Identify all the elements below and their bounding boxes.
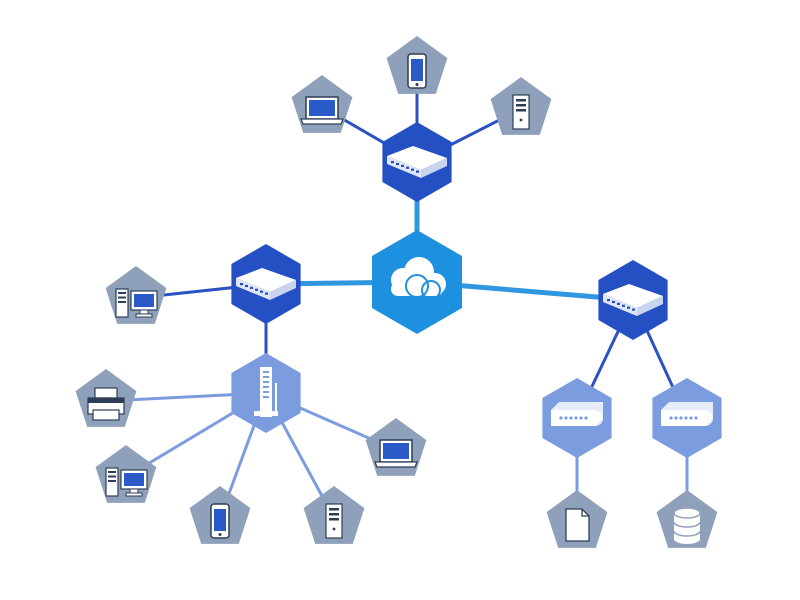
node-left-desktop[interactable]	[105, 266, 167, 324]
desktop-computer-icon	[105, 467, 148, 497]
nodes-layer	[75, 36, 722, 548]
server-rack-icon	[254, 367, 278, 417]
laptop-icon	[374, 439, 418, 468]
node-top-laptop[interactable]	[291, 75, 353, 133]
storage-drive-icon	[551, 402, 603, 426]
network-switch-icon	[236, 268, 296, 300]
smartphone-icon	[407, 53, 427, 89]
node-desktop-2[interactable]	[95, 445, 157, 503]
node-tower-2[interactable]	[303, 486, 365, 544]
storage-drive-icon	[661, 402, 713, 426]
node-storage-1[interactable]	[542, 378, 612, 458]
computer-tower-icon	[512, 94, 530, 130]
document-icon	[565, 508, 590, 542]
network-switch-icon	[603, 284, 663, 316]
laptop-icon	[300, 96, 344, 125]
node-cloud[interactable]	[372, 230, 462, 334]
network-switch-icon	[387, 146, 447, 178]
desktop-computer-icon	[115, 288, 158, 318]
node-top-phone[interactable]	[386, 36, 448, 94]
node-top-tower[interactable]	[490, 77, 552, 135]
database-icon	[673, 507, 701, 544]
printer-icon	[87, 387, 125, 421]
node-database[interactable]	[656, 490, 718, 548]
computer-tower-icon	[325, 503, 343, 539]
node-document[interactable]	[546, 490, 608, 548]
node-switch-top[interactable]	[382, 122, 452, 202]
smartphone-icon	[210, 503, 230, 539]
node-printer[interactable]	[75, 369, 137, 427]
node-switch-left[interactable]	[231, 244, 301, 324]
node-switch-right[interactable]	[598, 260, 668, 340]
node-laptop-2[interactable]	[365, 418, 427, 476]
node-server-rack[interactable]	[231, 353, 301, 433]
node-phone-2[interactable]	[189, 486, 251, 544]
cloud-icon	[391, 257, 446, 300]
node-storage-2[interactable]	[652, 378, 722, 458]
